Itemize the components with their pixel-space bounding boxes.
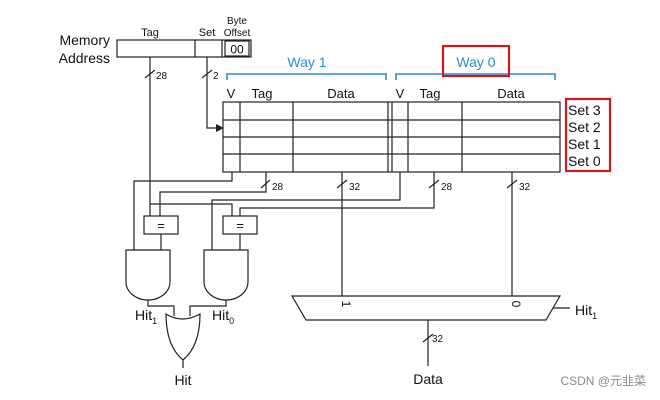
way1-col-v: V: [227, 86, 236, 101]
and-gate-way1: [125, 249, 171, 301]
way1-valid-wire: [133, 172, 233, 250]
data-output-slash: [422, 333, 434, 343]
hit0-wire: [189, 300, 227, 316]
watermark: CSDN @元韭菜: [560, 374, 646, 388]
memory-label-1: Memory: [59, 32, 110, 48]
tag-bus-width: 28: [156, 71, 168, 82]
mux-input-0: 0: [509, 301, 523, 308]
mux-select-label: Hit1: [575, 302, 597, 321]
cache-array: [222, 101, 561, 173]
address-register: [116, 39, 252, 58]
way0-title: Way 0: [456, 54, 495, 70]
set-label-2: Set 2: [568, 119, 601, 135]
set-bus: [206, 57, 216, 129]
way0-col-v: V: [396, 86, 405, 101]
hit1-wire: [147, 300, 175, 316]
way1-title: Way 1: [287, 54, 326, 70]
way0-col-data: Data: [497, 86, 525, 101]
way0-data-slash: [506, 179, 518, 189]
set-bus-arrow: [216, 124, 224, 132]
way0-data-width: 32: [519, 182, 531, 193]
way1-col-data: Data: [327, 86, 355, 101]
hit0-label: Hit0: [212, 307, 234, 326]
way0-tag-slash: [428, 179, 440, 189]
addr-field-tag: Tag: [141, 27, 159, 39]
tag-bus-slash: [144, 69, 156, 79]
way1-tag-width: 28: [272, 182, 284, 193]
comparator-way1-symbol: =: [157, 218, 165, 233]
or-gate: [165, 312, 201, 361]
set-label-3: Set 3: [568, 102, 601, 118]
sets-highlight: [564, 97, 612, 173]
way0-tag-width: 28: [441, 182, 453, 193]
set-bus-slash: [201, 69, 213, 79]
way1-brace: [226, 73, 387, 80]
way0-tag-wire: [239, 172, 435, 216]
way0-highlight: [441, 44, 511, 78]
way1-data-slash: [336, 179, 348, 189]
set-bus-width: 2: [213, 71, 219, 82]
way1-data-width: 32: [349, 182, 361, 193]
way0-valid-wire: [211, 172, 401, 250]
data-output-width: 32: [432, 334, 444, 345]
mux-input-1: 1: [339, 301, 353, 308]
way1-tag-wire: [159, 172, 267, 216]
byte-offset-value: 00: [230, 43, 244, 57]
way1-col-tag: Tag: [252, 86, 273, 101]
hit-output-label: Hit: [174, 372, 191, 388]
set-label-0: Set 0: [568, 153, 601, 169]
way0-col-tag: Tag: [420, 86, 441, 101]
memory-label-2: Address: [59, 50, 110, 66]
data-output-label: Data: [413, 371, 443, 387]
mux: [290, 295, 562, 321]
tag-bus-branch: [150, 203, 233, 216]
hit1-label: Hit1: [135, 307, 157, 326]
comparator-way0-symbol: =: [236, 218, 244, 233]
set-label-1: Set 1: [568, 136, 601, 152]
way1-tag-slash: [260, 179, 271, 189]
way0-brace: [395, 73, 556, 80]
addr-field-byte-1: Byte: [227, 16, 247, 27]
addr-field-set: Set: [199, 27, 216, 39]
addr-field-byte-2: Offset: [224, 28, 251, 39]
and-gate-way0: [203, 249, 249, 301]
